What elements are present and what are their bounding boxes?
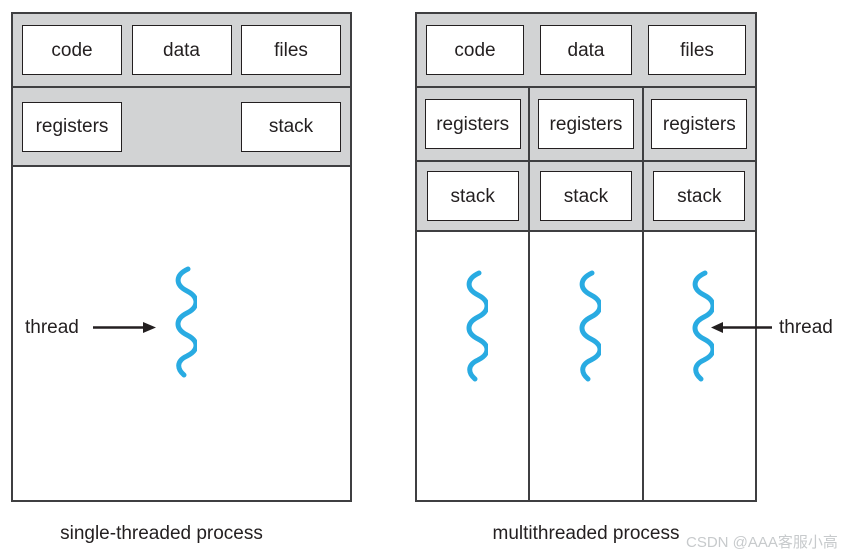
files-label: files (274, 39, 308, 61)
stack-box: stack (653, 171, 746, 221)
right-memory-section: code data files (417, 14, 755, 88)
stack-cell: stack (417, 162, 529, 232)
stack-label: stack (268, 116, 314, 137)
registers-box: registers (22, 101, 122, 152)
registers-cell: registers (417, 88, 529, 162)
data-box: data (131, 25, 232, 75)
code-label: code (454, 39, 496, 61)
code-label: code (51, 39, 93, 61)
registers-box: registers (424, 99, 521, 149)
multithreaded-caption: multithreaded process (492, 523, 680, 544)
registers-box: registers (651, 99, 748, 149)
stack-box: stack (241, 101, 341, 152)
csdn-watermark: CSDN @AAA客服小高 (686, 534, 838, 551)
stack-label: stack (563, 185, 609, 207)
registers-label: registers (549, 113, 623, 135)
thread-squiggle-icon (466, 270, 488, 382)
code-box: code (426, 25, 524, 75)
single-threaded-process-panel: code data files registers stack (11, 12, 352, 502)
data-label: data (567, 39, 605, 61)
left-thread-area (13, 167, 350, 500)
thread-column-2: registers stack (528, 88, 642, 500)
files-label: files (680, 39, 714, 61)
registers-box: registers (537, 99, 634, 149)
left-thread-label: thread (25, 317, 79, 338)
stack-label: stack (677, 185, 722, 207)
stack-cell: stack (530, 162, 642, 232)
thread-column-3: registers stack (641, 88, 755, 500)
single-threaded-caption: single-threaded process (60, 523, 263, 544)
registers-label: registers (35, 116, 109, 137)
thread-squiggle-icon (692, 270, 715, 382)
registers-cell: registers (530, 88, 642, 162)
thread-arrow-left-icon (711, 322, 772, 333)
thread-body-1 (417, 232, 529, 500)
data-label: data (163, 39, 200, 61)
right-thread-label: thread (779, 317, 833, 338)
thread-squiggle-icon (579, 270, 601, 382)
thread-body-3 (643, 232, 755, 500)
thread-columns: registers stack registers (417, 88, 755, 500)
stack-box: stack (426, 171, 519, 221)
multithreaded-process-panel: code data files registers stack (415, 12, 757, 502)
files-box: files (241, 25, 341, 75)
registers-label: registers (436, 113, 510, 135)
registers-cell: registers (643, 88, 755, 162)
thread-squiggle-icon (175, 266, 197, 378)
left-memory-section: code data files (13, 14, 350, 88)
thread-arrow-right-icon (93, 322, 156, 333)
thread-body-2 (530, 232, 642, 500)
stack-label: stack (450, 185, 495, 207)
code-box: code (22, 25, 122, 75)
data-box: data (540, 25, 632, 75)
thread-column-1: registers stack (417, 88, 529, 500)
files-box: files (648, 25, 746, 75)
registers-label: registers (662, 113, 736, 135)
stack-cell: stack (643, 162, 755, 232)
stack-box: stack (539, 171, 632, 221)
left-context-section: registers stack (13, 88, 350, 167)
